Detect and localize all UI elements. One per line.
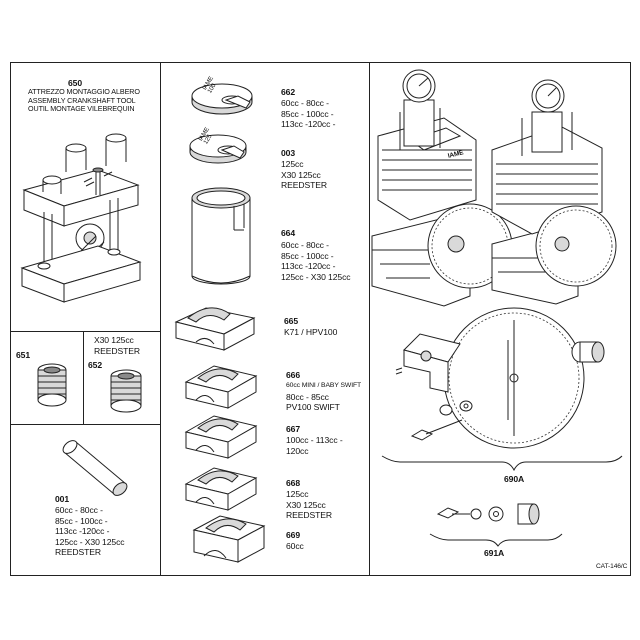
- catalog-reference: CAT-146/C: [596, 563, 628, 570]
- bushing-652-drawing: [110, 369, 142, 413]
- desc-668-line: 125cc: [286, 489, 309, 499]
- desc-664-line: 113cc -120cc -: [281, 261, 336, 272]
- desc-665-line: K71 / HPV100: [284, 327, 338, 337]
- disc-kit-690A-drawing: [381, 307, 623, 472]
- desc-001-line: REEDSTER: [55, 547, 101, 558]
- block-665-drawing: [174, 307, 256, 351]
- desc-001-line: 125cc - X30 125cc: [55, 536, 125, 547]
- desc-668-line: X30 125cc: [286, 499, 326, 510]
- desc-003-line: X30 125cc: [281, 169, 321, 180]
- desc-001-line: 113cc -120cc -: [55, 526, 110, 537]
- ring-003-drawing: [189, 134, 247, 164]
- part-header-652: X30 125cc REEDSTER: [94, 335, 140, 356]
- panel-flywheel: [369, 62, 631, 576]
- part-number-003: 003: [281, 148, 296, 158]
- engine-assembly-drawing: [371, 69, 617, 307]
- desc-664-line: 85cc - 100cc -: [281, 250, 334, 261]
- part-number-651: 651: [16, 350, 31, 360]
- desc-650-line: ASSEMBLY CRANKSHAFT TOOL: [28, 95, 136, 105]
- part-description-666: 60cc MINI / BABY SWIFT 80cc - 85cc PV100…: [286, 381, 361, 413]
- part-number-662: 662: [281, 87, 296, 97]
- header-652-line: REEDSTER: [94, 345, 140, 356]
- part-number-668: 668: [286, 478, 301, 488]
- block-668-drawing: [184, 467, 258, 511]
- part-description-662: 60cc - 80cc - 85cc - 100cc - 113cc -120c…: [281, 98, 335, 130]
- part-number-664: 664: [281, 228, 296, 238]
- desc-669-line: 60cc: [286, 541, 304, 551]
- desc-650-line: OUTIL MONTAGE VILEBREQUIN: [28, 104, 135, 114]
- desc-666-line: 80cc - 85cc: [286, 391, 329, 402]
- part-number-669: 669: [286, 530, 301, 540]
- part-number-665: 665: [284, 316, 299, 326]
- bushing-651-drawing: [37, 363, 67, 407]
- desc-667-line: 100cc - 113cc -: [286, 435, 343, 445]
- part-number-691A: 691A: [484, 548, 505, 558]
- desc-662-line: 60cc - 80cc -: [281, 98, 329, 108]
- press-tool-650-drawing: [20, 133, 142, 303]
- block-667-drawing: [184, 415, 258, 459]
- desc-666-line: 60cc MINI / BABY SWIFT: [286, 382, 362, 389]
- pin-001-drawing: [62, 440, 128, 496]
- desc-666-line: PV100 SWIFT: [286, 402, 340, 413]
- part-number-650: 650: [68, 78, 83, 88]
- desc-003-line: 125cc: [281, 159, 304, 169]
- desc-003-line: REEDSTER: [281, 180, 327, 191]
- sleeve-664-drawing: [191, 187, 251, 285]
- part-number-001: 001: [55, 494, 70, 504]
- ring-662-drawing: [191, 83, 253, 115]
- part-description-665: K71 / HPV100: [284, 327, 337, 338]
- block-666-drawing: [184, 365, 258, 409]
- desc-650-line: ATTREZZO MONTAGGIO ALBERO: [28, 87, 140, 96]
- hardware-kit-691A-drawing: [429, 503, 563, 547]
- part-number-690A: 690A: [504, 474, 525, 484]
- header-652-line: X30 125cc: [94, 335, 134, 345]
- part-description-003: 125cc X30 125cc REEDSTER: [281, 159, 327, 191]
- part-description-001: 60cc - 80cc - 85cc - 100cc - 113cc -120c…: [55, 505, 125, 558]
- desc-668-line: REEDSTER: [286, 510, 332, 521]
- part-number-652: 652: [88, 360, 103, 370]
- desc-662-line: 113cc -120cc -: [281, 119, 336, 130]
- desc-667-line: 120cc: [286, 445, 309, 456]
- part-description-664: 60cc - 80cc - 85cc - 100cc - 113cc -120c…: [281, 240, 351, 282]
- desc-664-line: 125cc - X30 125cc: [281, 271, 351, 282]
- part-description-650: ATTREZZO MONTAGGIO ALBERO ASSEMBLY CRANK…: [28, 87, 140, 114]
- part-description-667: 100cc - 113cc - 120cc: [286, 435, 343, 456]
- block-669-drawing: [192, 515, 266, 563]
- part-description-669: 60cc: [286, 541, 304, 552]
- part-number-667: 667: [286, 424, 301, 434]
- desc-001-line: 60cc - 80cc -: [55, 505, 103, 515]
- desc-662-line: 85cc - 100cc -: [281, 108, 334, 119]
- desc-001-line: 85cc - 100cc -: [55, 515, 108, 526]
- part-description-668: 125cc X30 125cc REEDSTER: [286, 489, 332, 521]
- desc-664-line: 60cc - 80cc -: [281, 240, 329, 250]
- part-number-666: 666: [286, 370, 301, 380]
